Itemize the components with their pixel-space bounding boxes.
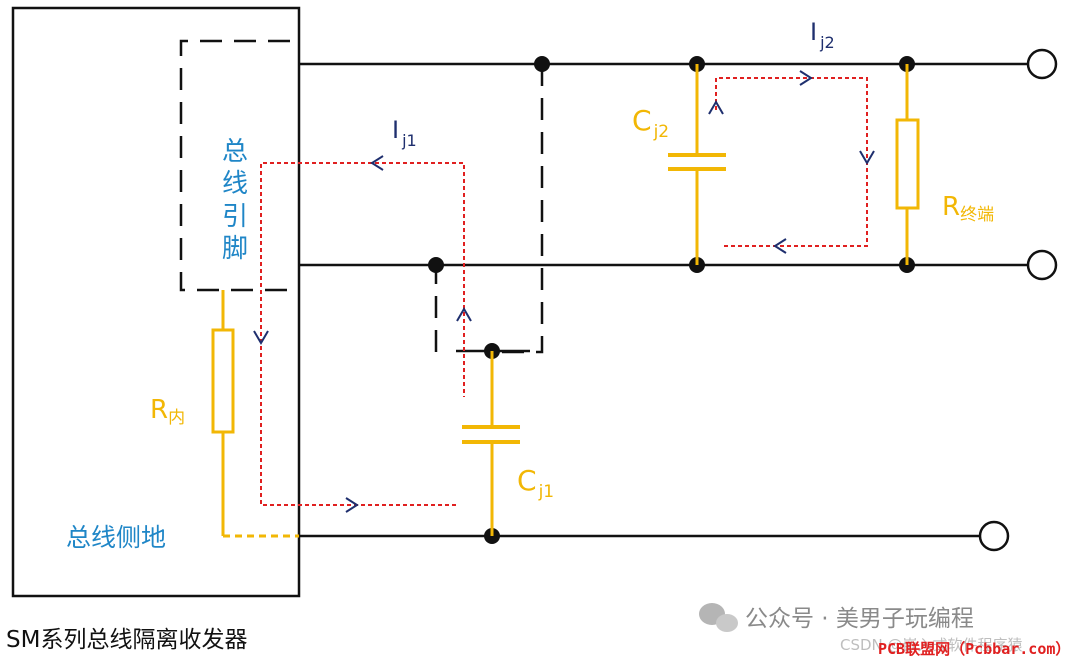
resistor-internal [211, 290, 299, 538]
junction-dot [428, 257, 444, 273]
svg-text:脚: 脚 [222, 234, 248, 264]
arrow-left-icon [370, 155, 384, 171]
coupling-dashed-path [434, 64, 544, 354]
svg-text:线: 线 [222, 169, 248, 199]
terminal-top [1026, 48, 1058, 80]
svg-text:总: 总 [222, 137, 248, 167]
resistor-terminal [895, 64, 920, 265]
arrow-right-icon [345, 497, 359, 513]
transceiver-box [11, 6, 301, 598]
arrow-down-icon [859, 150, 875, 165]
arrow-down-icon [253, 330, 269, 345]
svg-text:引: 引 [222, 202, 248, 232]
bus-ground-label: 总线侧地 [66, 523, 166, 552]
arrow-left-icon [773, 238, 787, 254]
current-path-j2 [715, 77, 868, 247]
r-terminal-label: R终端 [942, 192, 994, 225]
r-internal-label: R内 [150, 395, 185, 428]
terminal-ground [978, 520, 1010, 552]
wechat-icon [699, 603, 738, 632]
terminal-middle [1026, 249, 1058, 281]
arrow-right-icon [799, 70, 813, 86]
capacitor-cj2 [668, 64, 726, 265]
current-path-j1 [260, 162, 465, 506]
bus-pin-boundary [179, 39, 290, 292]
capacitor-cj1 [462, 351, 520, 536]
watermark-account: 公众号 · 美男子玩编程 [745, 606, 974, 632]
junction-dot [534, 56, 550, 72]
watermark-csdn: CSDN @嵌入式软件程序猿 [840, 636, 1023, 654]
figure-caption: SM系列总线隔离收发器 [6, 627, 247, 653]
arrow-up-icon [456, 307, 472, 322]
bus-pin-label: 总 线 引 脚 [222, 137, 248, 264]
arrow-up-icon [708, 100, 724, 115]
watermark-site: PCB联盟网（Pcbbar.com） [878, 640, 1070, 658]
